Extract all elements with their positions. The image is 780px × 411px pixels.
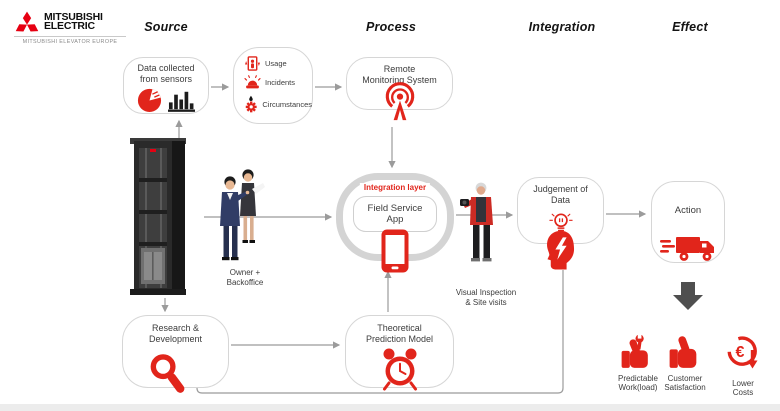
node-data-collected-label: Data collected from sensors — [137, 63, 195, 84]
node-research: Research & Development — [122, 315, 229, 393]
gear-drop-icon — [245, 95, 257, 113]
technician-caption: Visual Inspection & Site visits — [455, 288, 517, 307]
node-action: Action — [651, 181, 725, 263]
pie-chart-icon — [137, 88, 162, 113]
header-integration: Integration — [528, 20, 596, 34]
node-remote-label: Remote Monitoring System — [362, 64, 437, 85]
alarm-clock-icon — [382, 348, 417, 391]
delivery-truck-icon — [660, 237, 714, 261]
metric-row-incidents: Incidents — [244, 75, 312, 90]
magnifier-icon — [150, 354, 185, 393]
three-diamond-icon — [15, 11, 39, 32]
elevator-usage-icon — [245, 56, 260, 71]
node-research-label: Research & Development — [148, 323, 203, 344]
header-process: Process — [365, 20, 417, 34]
node-theoretical: Theoretical Prediction Model — [345, 315, 454, 391]
owner-backoffice-caption: Owner + Backoffice — [226, 268, 264, 287]
brand-subtitle: MITSUBISHI ELEVATOR EUROPE — [14, 36, 126, 45]
siren-icon — [244, 75, 261, 89]
owner-backoffice-image — [210, 166, 268, 271]
page-bottom-edge — [0, 404, 780, 411]
metric-row-circumstances: Circumstances — [244, 94, 312, 115]
metric-circumstances-label: Circumstances — [262, 99, 312, 109]
outcome-customer-satisfaction-label: Customer Satisfaction — [664, 374, 706, 392]
integration-layer-badge: Integration layer — [359, 183, 431, 192]
bar-chart-icon — [168, 91, 195, 112]
node-theoretical-label: Theoretical Prediction Model — [365, 323, 434, 344]
elevator-shaft-image — [128, 136, 190, 302]
outcome-predictable-work — [618, 334, 654, 377]
node-judgement-label: Judgement of Data — [533, 184, 588, 205]
metric-usage-label: Usage — [265, 58, 287, 68]
thumbs-up-wrench-icon — [621, 334, 648, 368]
node-integration-layer: Integration layer Field Service App — [336, 173, 454, 273]
outcome-lower-costs: € — [722, 335, 762, 377]
svg-text:€: € — [736, 344, 745, 361]
node-sensor-metrics: Usage Incidents — [233, 47, 313, 124]
outcome-lower-costs-label: Lower Costs — [732, 379, 754, 397]
node-action-label: Action — [674, 204, 702, 216]
metric-incidents-label: Incidents — [265, 77, 296, 87]
node-remote-monitoring: Remote Monitoring System — [346, 57, 453, 121]
technician-image — [456, 180, 508, 271]
outcome-predictable-work-label: Predictable Work(load) — [617, 374, 659, 392]
outcome-customer-satisfaction — [666, 335, 702, 377]
head-lightning-icon — [546, 230, 574, 270]
metric-row-usage: Usage — [244, 56, 312, 71]
thumbs-up-icon — [669, 336, 697, 368]
header-source: Source — [144, 20, 188, 34]
down-block-arrow — [673, 282, 703, 310]
node-data-collected: Data collected from sensors — [123, 57, 209, 114]
antenna-icon — [385, 82, 414, 121]
arrow-feedback-to-research — [193, 270, 564, 394]
node-judgement: Judgement of Data — [517, 177, 604, 270]
brand-line2: ELECTRIC — [44, 20, 95, 32]
node-field-service-app: Field Service App — [353, 196, 437, 232]
brand-line1: MITSUBISHI — [44, 10, 103, 23]
mitsubishi-electric-logo: MITSUBISHI ELECTRIC MITSUBISHI ELEVATOR … — [14, 10, 126, 45]
header-effect: Effect — [672, 20, 708, 34]
euro-down-icon: € — [727, 336, 758, 369]
smartphone-icon — [381, 229, 409, 273]
